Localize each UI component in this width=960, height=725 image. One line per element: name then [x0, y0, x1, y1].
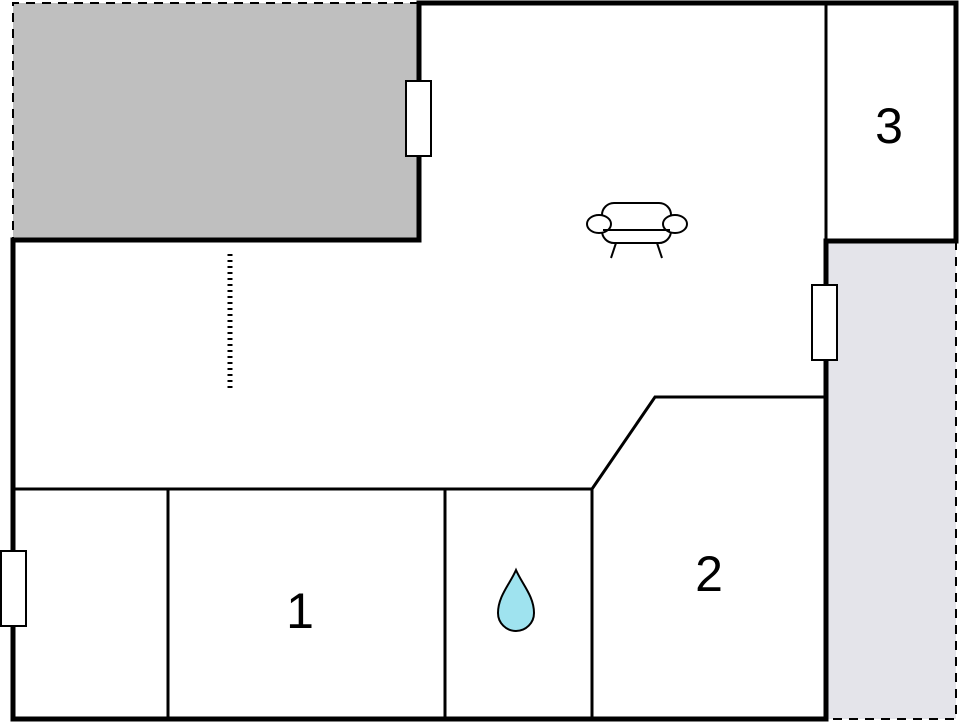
terrace-fill — [13, 3, 419, 240]
windows — [0, 80, 838, 627]
window-left — [0, 550, 27, 627]
window-right — [811, 284, 838, 361]
balcony-fill — [826, 241, 956, 719]
terrace-dashed-edge — [12, 2, 419, 240]
room-3-label: 3 — [875, 98, 903, 154]
room-1-label: 1 — [286, 583, 314, 639]
balcony-dashed-edge — [826, 241, 957, 720]
balcony-area — [826, 241, 957, 720]
interior-walls — [13, 3, 828, 719]
sofa-icon — [586, 202, 688, 259]
room-2-label: 2 — [695, 546, 723, 602]
exterior-wall — [10, 0, 959, 722]
terrace-area — [12, 2, 419, 240]
water-drop-icon — [496, 567, 536, 632]
wall-room2-angled — [590, 395, 826, 490]
window-top — [405, 80, 432, 157]
